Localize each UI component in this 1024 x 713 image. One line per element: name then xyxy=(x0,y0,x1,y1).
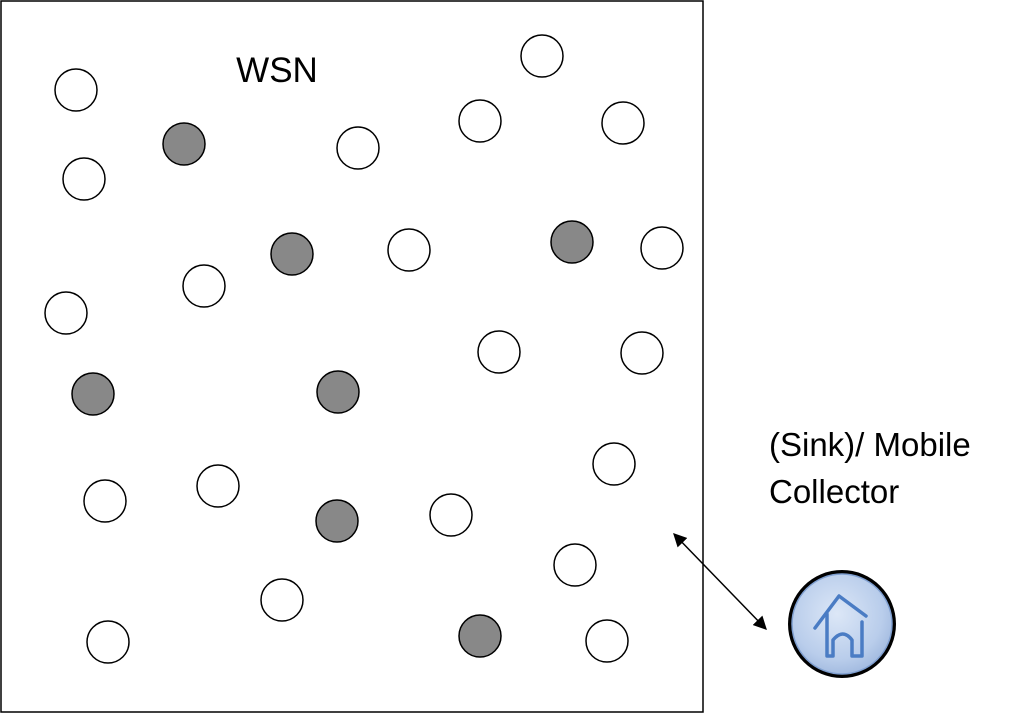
sensor-node xyxy=(601,101,645,145)
wsn-boundary xyxy=(0,0,704,713)
collector-label-line2: Collector xyxy=(769,473,899,510)
sensor-node xyxy=(585,619,629,663)
sensor-node xyxy=(429,493,473,537)
sensor-node xyxy=(83,479,127,523)
sensor-node xyxy=(86,620,130,664)
sensor-node xyxy=(196,464,240,508)
bidirectional-arrow xyxy=(673,533,767,630)
collector-label-line1: (Sink)/ Mobile xyxy=(769,426,971,463)
highlighted-nodes xyxy=(71,122,594,658)
sensor-node xyxy=(182,264,226,308)
mobile-collector xyxy=(788,570,896,678)
cluster-head-node xyxy=(162,122,206,166)
sensor-node xyxy=(458,99,502,143)
cluster-head-node xyxy=(316,370,360,414)
sensor-node xyxy=(520,34,564,78)
cluster-head-node xyxy=(270,232,314,276)
normal-nodes xyxy=(44,34,684,664)
cluster-head-node xyxy=(550,220,594,264)
sensor-node xyxy=(553,543,597,587)
cluster-head-node xyxy=(458,614,502,658)
sensor-node xyxy=(54,68,98,112)
sensor-node xyxy=(620,331,664,375)
sensor-node xyxy=(44,291,88,335)
sensor-node xyxy=(640,226,684,270)
cluster-head-node xyxy=(71,372,115,416)
sensor-node xyxy=(477,330,521,374)
network-label: WSN xyxy=(236,51,318,90)
house-icon xyxy=(813,594,868,658)
sensor-node xyxy=(387,228,431,272)
sensor-node xyxy=(62,157,106,201)
sensor-node xyxy=(260,578,304,622)
cluster-head-node xyxy=(315,499,359,543)
sensor-node xyxy=(592,442,636,486)
sensor-node xyxy=(336,126,380,170)
